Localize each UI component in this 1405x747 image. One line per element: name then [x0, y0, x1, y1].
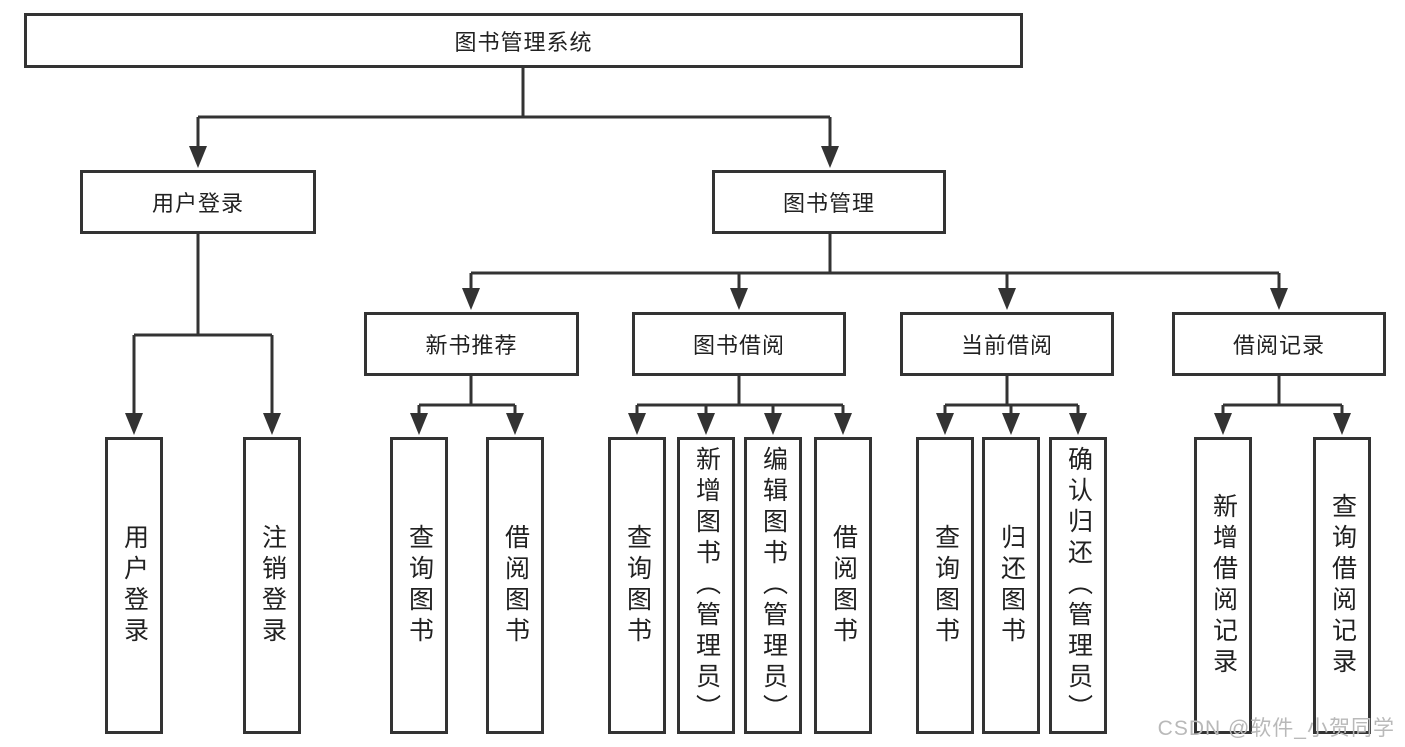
arrowhead-icon: [1214, 413, 1232, 435]
leaf-query-books-recommend-label: 查询图书: [405, 523, 434, 648]
edge: [417, 376, 517, 414]
arrowhead-icon: [1069, 413, 1087, 435]
connector-borrow-record-children: [1214, 376, 1351, 435]
leaf-user-login: 用户登录: [105, 437, 163, 734]
arrowhead-icon: [125, 413, 143, 435]
node-current-borrow: 当前借阅: [900, 312, 1114, 376]
leaf-confirm-return-admin-label: 确认归还（管理员）: [1064, 446, 1093, 725]
leaf-add-books-admin-label: 新增图书（管理员）: [692, 446, 721, 725]
leaf-return-books: 归还图书: [982, 437, 1040, 734]
leaf-query-books-borrow-label: 查询图书: [623, 523, 652, 648]
arrowhead-icon: [730, 288, 748, 310]
arrowhead-icon: [628, 413, 646, 435]
leaf-add-books-admin: 新增图书（管理员）: [677, 437, 735, 734]
leaf-logout-label: 注销登录: [258, 523, 287, 648]
connector-user-login-children: [125, 234, 281, 435]
connector-book-borrow-children: [628, 376, 852, 435]
leaf-query-books-current: 查询图书: [916, 437, 974, 734]
node-new-book-recommend: 新书推荐: [364, 312, 579, 376]
node-root: 图书管理系统: [24, 13, 1023, 68]
arrowhead-icon: [998, 288, 1016, 310]
edge: [196, 68, 832, 147]
watermark: CSDN @软件_小贺同学: [1157, 717, 1395, 740]
arrowhead-icon: [462, 288, 480, 310]
arrowhead-icon: [1270, 288, 1288, 310]
arrowhead-icon: [1333, 413, 1351, 435]
arrowhead-icon: [263, 413, 281, 435]
arrowhead-icon: [506, 413, 524, 435]
node-borrow-record-label: 借阅记录: [1232, 333, 1325, 358]
arrowhead-icon: [821, 146, 839, 168]
leaf-query-books-borrow: 查询图书: [608, 437, 666, 734]
connector-book-management-children: [462, 234, 1288, 310]
leaf-borrow-books-label: 借阅图书: [829, 523, 858, 648]
leaf-borrow-books-recommend-label: 借阅图书: [501, 523, 530, 648]
node-book-borrow-label: 图书借阅: [692, 333, 785, 358]
leaf-return-books-label: 归还图书: [997, 523, 1026, 648]
node-new-book-recommend-label: 新书推荐: [425, 333, 518, 358]
connector-root-to-level1: [189, 68, 839, 168]
node-book-management-label: 图书管理: [782, 191, 875, 216]
node-user-login: 用户登录: [80, 170, 316, 234]
connector-new-book-recommend-children: [410, 376, 524, 435]
arrowhead-icon: [764, 413, 782, 435]
arrowhead-icon: [697, 413, 715, 435]
node-root-label: 图书管理系统: [454, 29, 593, 55]
node-book-management: 图书管理: [712, 170, 946, 234]
leaf-query-borrow-record: 查询借阅记录: [1313, 437, 1371, 734]
leaf-borrow-books-recommend: 借阅图书: [486, 437, 544, 734]
leaf-edit-books-admin-label: 编辑图书（管理员）: [759, 446, 788, 725]
leaf-query-books-recommend: 查询图书: [390, 437, 448, 734]
node-current-borrow-label: 当前借阅: [960, 333, 1053, 358]
leaf-logout: 注销登录: [243, 437, 301, 734]
leaf-add-borrow-record: 新增借阅记录: [1194, 437, 1252, 734]
arrowhead-icon: [936, 413, 954, 435]
node-book-borrow: 图书借阅: [632, 312, 846, 376]
edge: [469, 234, 1281, 289]
connector-current-borrow-children: [936, 376, 1087, 435]
leaf-query-books-current-label: 查询图书: [931, 523, 960, 648]
edge: [132, 234, 274, 414]
arrowhead-icon: [189, 146, 207, 168]
edge: [635, 376, 845, 414]
leaf-edit-books-admin: 编辑图书（管理员）: [744, 437, 802, 734]
leaf-user-login-label: 用户登录: [120, 523, 149, 648]
node-user-login-label: 用户登录: [151, 191, 244, 216]
leaf-query-borrow-record-label: 查询借阅记录: [1328, 492, 1357, 679]
edge: [1221, 376, 1344, 414]
leaf-add-borrow-record-label: 新增借阅记录: [1209, 492, 1238, 679]
edge: [943, 376, 1080, 414]
arrowhead-icon: [834, 413, 852, 435]
node-borrow-record: 借阅记录: [1172, 312, 1386, 376]
leaf-confirm-return-admin: 确认归还（管理员）: [1049, 437, 1107, 734]
leaf-borrow-books: 借阅图书: [814, 437, 872, 734]
arrowhead-icon: [410, 413, 428, 435]
arrowhead-icon: [1002, 413, 1020, 435]
